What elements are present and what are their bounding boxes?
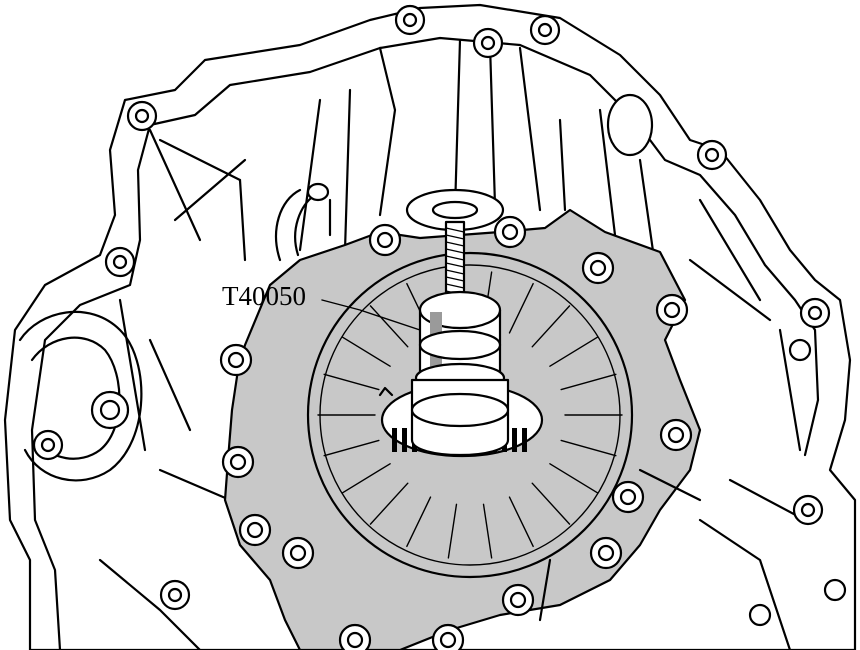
thread-line xyxy=(445,262,465,268)
thread-line xyxy=(445,241,465,247)
cover-rib xyxy=(531,305,571,348)
cover-rib xyxy=(531,482,571,525)
cover-bolt-hole xyxy=(368,223,402,257)
cover-bolt-hole xyxy=(221,445,255,479)
thread-line xyxy=(445,283,465,289)
cover-bolt-hole xyxy=(501,583,535,617)
bolt-hole xyxy=(748,603,772,627)
bolt-hole xyxy=(529,14,561,46)
cover-rib xyxy=(508,282,534,334)
tool-callout-label: T40050 xyxy=(222,281,306,311)
bolt-hole xyxy=(104,246,136,278)
cover-bolt-hole xyxy=(493,215,527,249)
cover-rib xyxy=(508,496,534,548)
cover-bolt-hole xyxy=(219,343,253,377)
bolt-hole xyxy=(696,139,728,171)
bolt-hole xyxy=(823,578,847,602)
cover-rib xyxy=(369,482,409,525)
cover-rib xyxy=(341,463,391,494)
housing-bolt-holes xyxy=(32,4,847,627)
cover-rib xyxy=(447,503,458,559)
cover-rib xyxy=(482,503,493,559)
thread-line xyxy=(445,255,465,261)
cover-bolt-hole xyxy=(431,623,465,650)
cover-bolt-hole xyxy=(655,293,689,327)
thread-line xyxy=(445,227,465,233)
cover-bolt-hole xyxy=(238,513,272,547)
cover-bolt-hole xyxy=(659,418,693,452)
cover-rib xyxy=(369,305,409,348)
thread-line xyxy=(445,248,465,254)
cover-bolt-hole xyxy=(281,536,315,570)
thread-line xyxy=(445,234,465,240)
cover-rib xyxy=(406,496,432,548)
cover-rib xyxy=(323,439,380,457)
bolt-hole xyxy=(472,27,504,59)
bolt-hole xyxy=(32,429,64,461)
cover-rib xyxy=(341,336,391,367)
spline-tooth xyxy=(402,428,407,452)
cover-bolt-hole xyxy=(338,623,372,650)
cover-rib xyxy=(549,336,599,367)
spline-tooth xyxy=(522,428,527,452)
tool-t40050 xyxy=(378,188,510,457)
cover-rib xyxy=(560,373,617,391)
callout-leader xyxy=(321,299,421,331)
bolt-hole xyxy=(788,338,812,362)
bolt-hole xyxy=(394,4,426,36)
bolt-hole xyxy=(799,297,831,329)
bolt-hole xyxy=(159,579,191,611)
bolt-hole xyxy=(792,494,824,526)
cover-bolt-hole xyxy=(589,536,623,570)
cover-rib xyxy=(323,373,380,391)
spline-tooth xyxy=(512,428,517,452)
cover-bolt-hole xyxy=(611,480,645,514)
thread-line xyxy=(445,276,465,282)
cover-rib xyxy=(560,439,617,457)
thread-line xyxy=(445,269,465,275)
cover-bolt-hole xyxy=(581,251,615,285)
cover-rib xyxy=(549,463,599,494)
spline-tooth xyxy=(392,428,397,452)
bolt-hole xyxy=(126,100,158,132)
